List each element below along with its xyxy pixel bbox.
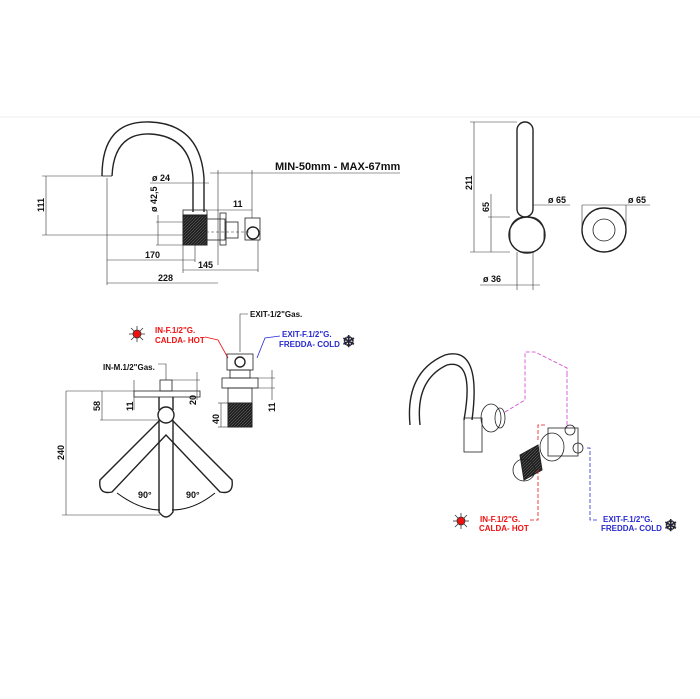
in-m-label: IN-M.1/2"Gas. <box>103 363 155 372</box>
spout-pipe-route <box>504 351 568 413</box>
dim-d24: ø 24 <box>152 173 170 183</box>
cold-label-2: FREDDA- COLD <box>279 340 340 349</box>
dim-11-right: 11 <box>267 402 277 412</box>
dim-d65-front: ø 65 <box>628 195 646 205</box>
sun-icon <box>453 513 469 529</box>
dim-111: 111 <box>36 198 46 212</box>
dim-211: 211 <box>464 175 474 190</box>
iso-view: IN-F.1/2"G. CALDA- HOT EXIT-F.1/2"G. FRE… <box>408 351 677 535</box>
dim-240: 240 <box>56 445 66 460</box>
iso-cold-label-2: FREDDA- COLD <box>601 524 662 533</box>
dim-65: 65 <box>481 202 491 212</box>
connector-circle <box>246 226 260 240</box>
snowflake-icon: ❄ <box>664 518 677 535</box>
front-view: ø 65 <box>581 195 650 253</box>
snowflake-icon: ❄ <box>342 334 355 351</box>
dim-58: 58 <box>92 401 102 411</box>
exit-label: EXIT-1/2"Gas. <box>250 310 302 319</box>
hot-label-2: CALDA- HOT <box>155 336 205 345</box>
dim-d42: ø 42,5 <box>149 186 159 212</box>
dim-145: 145 <box>198 260 213 270</box>
angle-left: 90° <box>138 490 152 500</box>
angle-right: 90° <box>186 490 200 500</box>
dim-170: 170 <box>145 250 160 260</box>
iso-cold-label-1: EXIT-F.1/2"G. <box>603 515 653 524</box>
hot-label-1: IN-F.1/2"G. <box>155 326 195 335</box>
dim-228: 228 <box>158 273 173 283</box>
knurled-handle <box>182 214 208 246</box>
iso-hot-label-2: CALDA- HOT <box>479 524 529 533</box>
cold-label-1: EXIT-F.1/2"G. <box>282 330 332 339</box>
dim-11: 11 <box>233 199 243 209</box>
spout <box>101 121 205 212</box>
iso-hot-label-1: IN-F.1/2"G. <box>480 515 520 524</box>
cold-pipe-route <box>587 447 598 521</box>
dim-d65-profile: ø 65 <box>548 195 566 205</box>
hot-pipe-route <box>530 470 539 521</box>
top-view: IN-F.1/2"G. CALDA- HOT EXIT-1/2"Gas. EXI… <box>56 310 355 518</box>
dim-40: 40 <box>211 414 221 424</box>
range-label: MIN-50mm - MAX-67mm <box>275 161 401 173</box>
dim-20: 20 <box>188 395 198 405</box>
dim-11-left: 11 <box>125 401 135 411</box>
sun-icon <box>129 326 145 342</box>
side-view: MIN-50mm - MAX-67mm 111 ø 24 ø 42,5 11 1… <box>36 121 401 285</box>
dim-d36: ø 36 <box>483 274 501 284</box>
profile-view: 211 65 ø 65 ø 36 <box>464 121 570 290</box>
